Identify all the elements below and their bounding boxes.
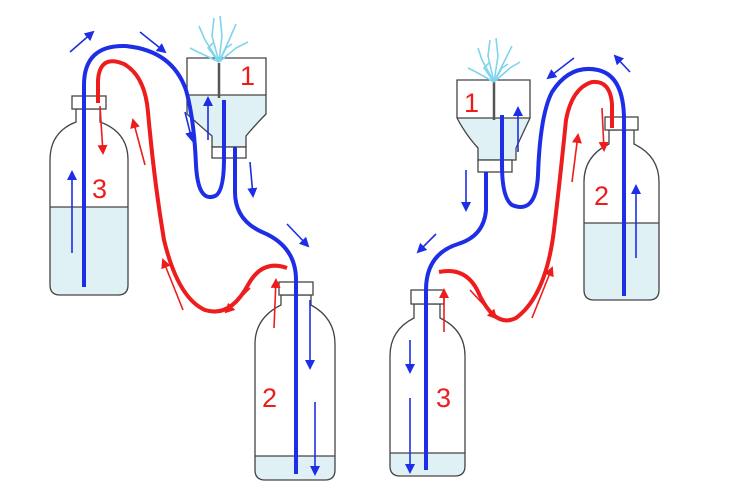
left-fountain-spray bbox=[189, 15, 249, 63]
right-bowl-1-label: 1 bbox=[464, 88, 479, 118]
left-arrow-red-bottle2-up bbox=[270, 278, 281, 329]
right-bottle-2-cap bbox=[604, 116, 639, 131]
right-bowl-1-stopper bbox=[477, 159, 513, 173]
right-bottle-2-water bbox=[584, 223, 659, 300]
left-bowl-1-stopper bbox=[211, 146, 247, 159]
right-arrow-drain-left bbox=[416, 233, 437, 254]
left-blue-tube-drain bbox=[233, 147, 298, 474]
left-arrow-red-down bbox=[97, 105, 108, 155]
left-arrow-into-bowl bbox=[184, 111, 195, 142]
left-blue-tube-siphon bbox=[82, 43, 226, 287]
left-bottle-3-outline bbox=[49, 108, 129, 296]
left-bowl-1-water bbox=[187, 95, 266, 147]
right-flow-arrows bbox=[405, 54, 641, 474]
right-arrow-over-top bbox=[613, 54, 631, 73]
left-arrow-red-left-up bbox=[161, 258, 184, 311]
left-bottle-3-label: 3 bbox=[92, 174, 107, 204]
right-red-tube-air bbox=[438, 79, 614, 323]
left-bottle-3 bbox=[49, 95, 129, 296]
right-bottle-2-outline bbox=[583, 129, 660, 301]
left-bottle-3-water bbox=[50, 207, 128, 295]
right-arrow-red-right-up bbox=[531, 266, 554, 319]
right-arrow-red-down bbox=[598, 107, 609, 152]
right-arrow-red-loop bbox=[469, 289, 498, 320]
right-blue-tube-drain bbox=[424, 172, 488, 470]
left-arrow-over-top bbox=[69, 30, 95, 53]
right-fountain-spray bbox=[467, 37, 521, 83]
left-assembly: 1 3 2 bbox=[49, 15, 336, 481]
right-bottle-3-label: 3 bbox=[436, 383, 451, 413]
right-bottle-2-label: 2 bbox=[594, 181, 609, 211]
left-bottle-3-cap bbox=[71, 95, 107, 110]
left-arrow-siphon-down bbox=[139, 31, 167, 54]
right-arrow-red-up bbox=[571, 133, 582, 183]
right-arrow-siphon-down bbox=[546, 57, 575, 80]
right-bowl-1-water bbox=[457, 118, 530, 160]
right-blue-tube-siphon bbox=[500, 67, 626, 296]
left-bottle-2-label: 2 bbox=[262, 383, 277, 413]
right-bowl-1-outline bbox=[456, 79, 531, 161]
left-arrow-red-loop bbox=[224, 287, 251, 314]
left-red-tube-air bbox=[96, 59, 288, 314]
left-arrow-drain-right bbox=[286, 223, 310, 248]
right-assembly: 1 2 3 bbox=[389, 37, 660, 477]
left-arrow-red-up bbox=[130, 118, 146, 166]
right-bottle-3-outline bbox=[389, 303, 466, 477]
left-bottle-2-outline bbox=[254, 294, 336, 481]
left-bowl-1-label: 1 bbox=[240, 61, 255, 91]
left-arrow-drain-down bbox=[247, 161, 258, 198]
left-flow-arrows bbox=[67, 30, 320, 476]
